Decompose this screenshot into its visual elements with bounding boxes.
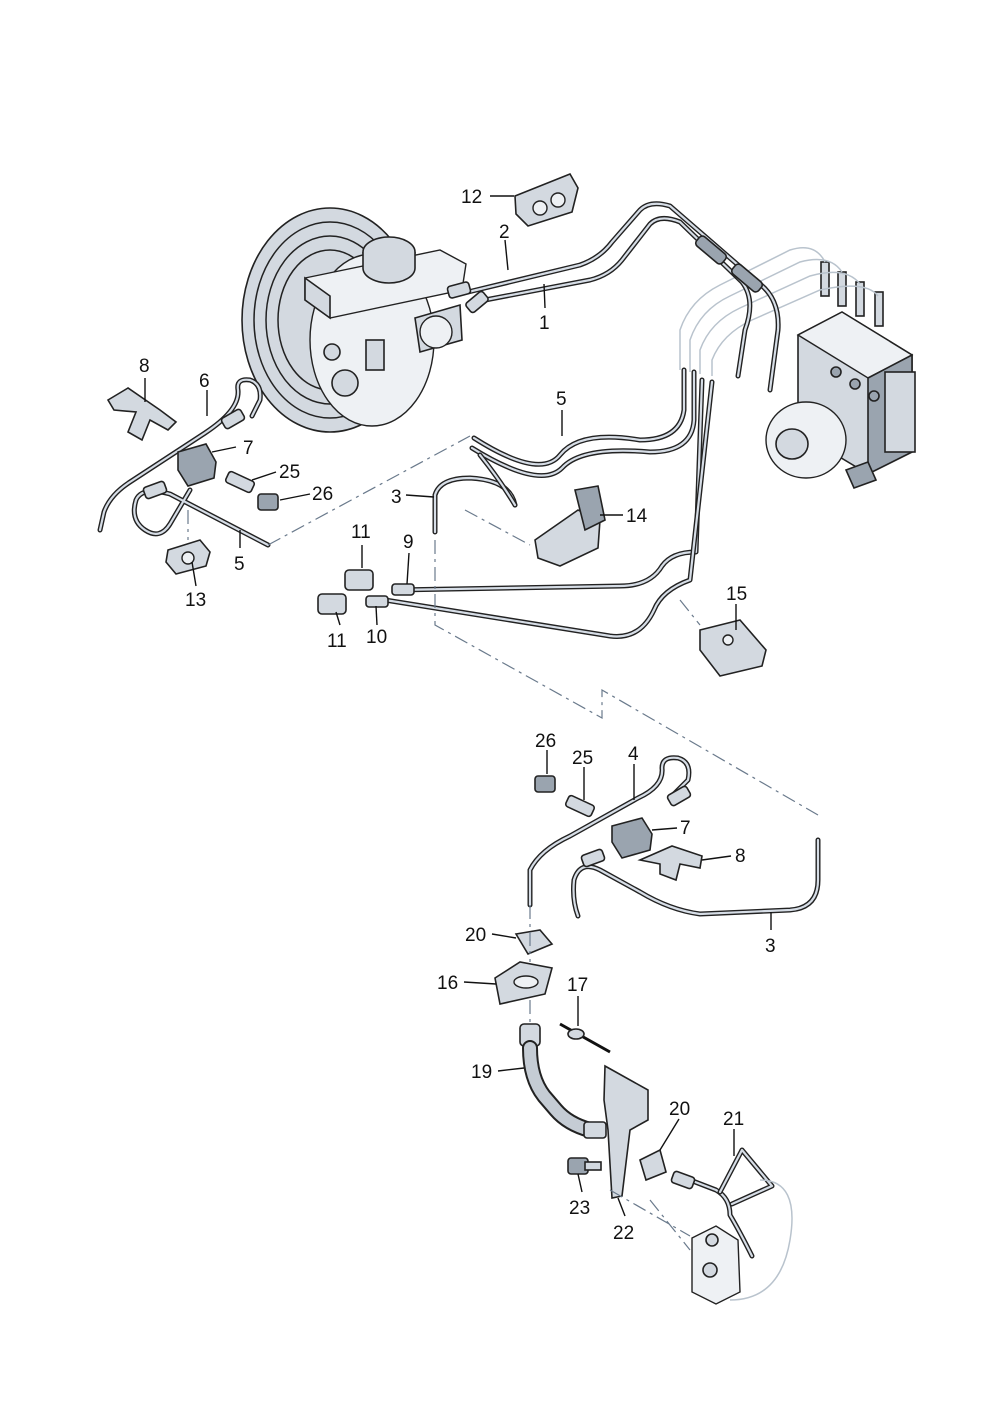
brake-caliper xyxy=(691,1179,793,1305)
callout-3-upper: 3 xyxy=(391,487,402,508)
callout-22: 22 xyxy=(613,1223,634,1244)
union-nut-9-10 xyxy=(365,583,415,608)
pressure-switch-25-right xyxy=(564,794,596,818)
callout-numbers: 12 2 1 8 6 7 25 26 5 3 5 14 13 11 9 11 1… xyxy=(139,187,776,1244)
callout-6: 6 xyxy=(199,371,210,392)
callout-23: 23 xyxy=(569,1198,590,1219)
callout-19: 19 xyxy=(471,1062,492,1083)
brake-bracket-8-left xyxy=(106,387,178,442)
brake-line-21 xyxy=(670,1147,775,1259)
callout-21: 21 xyxy=(723,1109,744,1130)
bracket-12 xyxy=(514,172,579,227)
clip-13 xyxy=(165,539,211,575)
callout-25-lower: 25 xyxy=(572,748,593,769)
callout-7-upper: 7 xyxy=(243,438,254,459)
callout-26-upper: 26 xyxy=(312,484,333,505)
callout-11-upper: 11 xyxy=(351,522,371,543)
pressure-switch-25-left xyxy=(224,470,256,494)
brake-line-4-3-right xyxy=(527,755,821,919)
callout-8-upper: 8 xyxy=(139,356,150,377)
abs-ghost-lines xyxy=(679,247,879,376)
dash-dot-guides xyxy=(187,435,819,1251)
callout-16: 16 xyxy=(437,973,458,994)
plug-11-lower xyxy=(317,593,347,615)
hose-bracket-22 xyxy=(603,1064,649,1199)
clip-15 xyxy=(699,619,767,677)
distribution-block-7-left xyxy=(142,408,246,500)
callout-5-left: 5 xyxy=(234,554,245,575)
callout-17: 17 xyxy=(567,975,588,996)
clip-20-upper xyxy=(514,929,554,956)
callout-7-lower: 7 xyxy=(680,818,691,839)
bracket-16 xyxy=(494,961,553,1005)
distribution-block-7-right xyxy=(580,785,692,868)
callout-9: 9 xyxy=(403,532,414,553)
callout-13: 13 xyxy=(185,590,206,611)
callout-3-lower: 3 xyxy=(765,936,776,957)
callout-14: 14 xyxy=(626,506,648,527)
callout-12: 12 xyxy=(461,187,482,208)
connector-26-right xyxy=(534,775,556,793)
callout-8-lower: 8 xyxy=(735,846,746,867)
abs-fittings xyxy=(820,261,884,327)
callout-20-upper: 20 xyxy=(465,925,486,946)
brake-line-5-3-9-10 xyxy=(382,367,715,639)
fittings-master-cylinder xyxy=(446,281,489,314)
brake-bracket-8-right xyxy=(637,845,703,882)
callout-11-lower: 11 xyxy=(327,631,347,652)
brake-line-1-2 xyxy=(465,201,781,393)
callout-25-upper: 25 xyxy=(279,462,300,483)
clip-14 xyxy=(534,485,606,567)
plug-11-upper xyxy=(344,569,374,591)
callout-10: 10 xyxy=(366,627,387,648)
callout-20-lower: 20 xyxy=(669,1099,690,1120)
callout-26-lower: 26 xyxy=(535,731,556,752)
callout-4: 4 xyxy=(628,744,639,765)
callout-2: 2 xyxy=(499,222,510,243)
bolt-17 xyxy=(559,1022,611,1054)
bolt-23 xyxy=(567,1157,602,1175)
callout-leaders xyxy=(144,195,772,1217)
clip-20-lower xyxy=(639,1148,667,1182)
abs-hydraulic-unit xyxy=(765,311,916,490)
connector-26-left xyxy=(257,493,279,511)
callout-5-right: 5 xyxy=(556,389,567,410)
callout-15: 15 xyxy=(726,584,747,605)
brake-hose-19 xyxy=(519,1023,607,1139)
callout-1: 1 xyxy=(539,313,550,334)
